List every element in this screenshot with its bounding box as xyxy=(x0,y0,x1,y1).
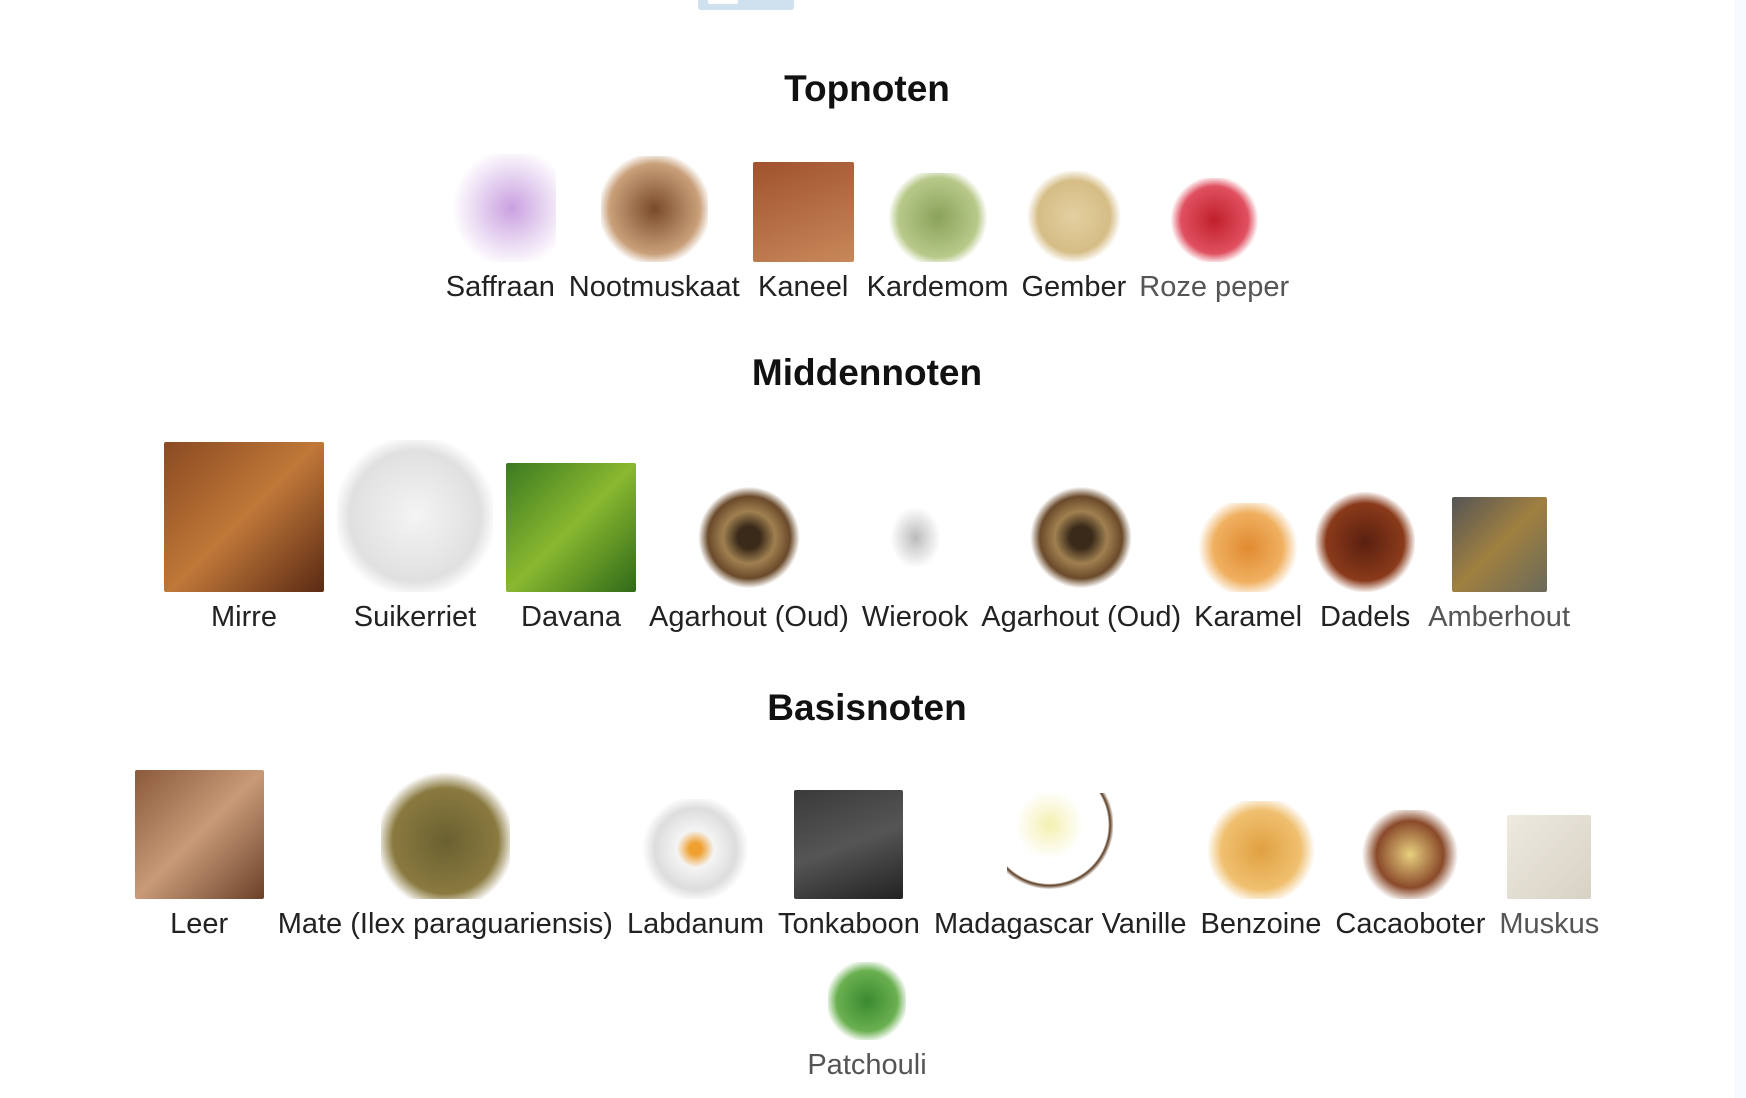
labdanum-image xyxy=(641,799,750,899)
note-item: Kaneel xyxy=(752,162,854,304)
note-label: Roze peper xyxy=(1139,271,1290,303)
note-item: Dadels xyxy=(1315,492,1416,634)
amberwood-image xyxy=(1451,497,1547,592)
note-item: Agarhout (Oud) xyxy=(649,483,849,634)
note-item: Benzoine xyxy=(1200,801,1321,941)
note-label: Benzoine xyxy=(1200,908,1322,940)
tonka-bean-image xyxy=(794,790,904,899)
top-tab-button[interactable] xyxy=(698,0,794,10)
note-item: Davana xyxy=(506,463,636,634)
note-item: Saffraan xyxy=(444,154,556,304)
dates-image xyxy=(1315,492,1416,592)
middle-notes-row: Mirre Suikerriet Davana Agarhout (Oud) Wiero… xyxy=(0,440,1734,634)
section-title-middle-notes: Middennoten xyxy=(751,352,983,393)
note-label: Agarhout (Oud) xyxy=(981,601,1182,633)
note-item: Agarhout (Oud) xyxy=(981,483,1181,634)
benzoin-image xyxy=(1207,801,1314,899)
note-label: Karamel xyxy=(1194,601,1303,633)
note-label: Wierook xyxy=(861,601,969,633)
note-label: Gember xyxy=(1021,271,1127,303)
note-item: Mirre xyxy=(164,442,324,634)
vanilla-image xyxy=(1007,793,1114,899)
patchouli-image xyxy=(828,962,906,1040)
note-label: Davana xyxy=(521,601,621,633)
base-notes-row: Leer Mate (Ilex paraguariensis) Labdanum To… xyxy=(0,770,1734,941)
note-item: Amberhout xyxy=(1428,497,1570,634)
note-item: Labdanum xyxy=(627,799,764,941)
note-item: Madagascar Vanille xyxy=(933,793,1187,941)
note-item: Mate (Ilex paraguariensis) xyxy=(278,770,613,941)
note-label: Leer xyxy=(170,908,229,940)
note-label: Patchouli xyxy=(807,1049,927,1081)
note-label: Nootmuskaat xyxy=(568,271,740,303)
note-item: Tonkaboon xyxy=(778,790,920,941)
note-item: Patchouli xyxy=(807,962,927,1082)
note-label: Agarhout (Oud) xyxy=(649,601,849,633)
note-label: Mate (Ilex paraguariensis) xyxy=(277,908,613,940)
note-label: Dadels xyxy=(1320,601,1411,633)
note-item: Kardemom xyxy=(866,173,1009,304)
note-label: Cacaoboter xyxy=(1335,908,1486,940)
note-label: Kardemom xyxy=(866,271,1009,303)
note-item: Leer xyxy=(134,770,264,941)
section-title-base-notes: Basisnoten xyxy=(767,687,967,728)
cinnamon-image xyxy=(752,162,854,262)
section-title-top-notes: Topnoten xyxy=(784,68,950,109)
note-item: Muskus xyxy=(1499,815,1599,941)
saffron-image xyxy=(444,154,556,262)
caramel-image xyxy=(1195,503,1302,592)
incense-image xyxy=(870,483,960,592)
base-notes-row-2: Patchouli xyxy=(0,962,1734,1082)
pink-pepper-image xyxy=(1169,178,1259,262)
note-label: Amberhout xyxy=(1428,601,1570,633)
cardamom-image xyxy=(888,173,987,262)
note-item: Suikerriet xyxy=(337,440,493,634)
mate-image xyxy=(380,770,510,899)
sugar-cane-image xyxy=(337,440,493,592)
note-label: Suikerriet xyxy=(353,601,477,633)
note-item: Karamel xyxy=(1194,503,1302,634)
agarwood-image xyxy=(697,483,800,592)
note-label: Muskus xyxy=(1499,908,1600,940)
agarwood-image xyxy=(1030,483,1133,592)
davana-image xyxy=(506,463,636,592)
note-item: Nootmuskaat xyxy=(569,156,740,304)
note-item: Cacaoboter xyxy=(1335,810,1485,941)
myrrh-image xyxy=(164,442,324,592)
note-item: Wierook xyxy=(862,483,968,634)
note-label: Saffraan xyxy=(445,271,555,303)
note-label: Kaneel xyxy=(758,271,849,303)
musk-image xyxy=(1507,815,1592,899)
note-label: Tonkaboon xyxy=(778,908,920,940)
note-label: Labdanum xyxy=(626,908,765,940)
ginger-image xyxy=(1026,171,1121,262)
nutmeg-image xyxy=(600,156,708,262)
note-label: Madagascar Vanille xyxy=(933,908,1187,940)
note-label: Mirre xyxy=(210,601,278,633)
leather-image xyxy=(134,770,264,899)
scrollbar-track[interactable] xyxy=(1734,0,1746,1098)
cocoa-butter-image xyxy=(1360,810,1461,899)
note-item: Gember xyxy=(1021,171,1126,304)
top-notes-row: Saffraan Nootmuskaat Kaneel Kardemom Gember R… xyxy=(0,154,1734,304)
note-item: Roze peper xyxy=(1139,178,1289,304)
